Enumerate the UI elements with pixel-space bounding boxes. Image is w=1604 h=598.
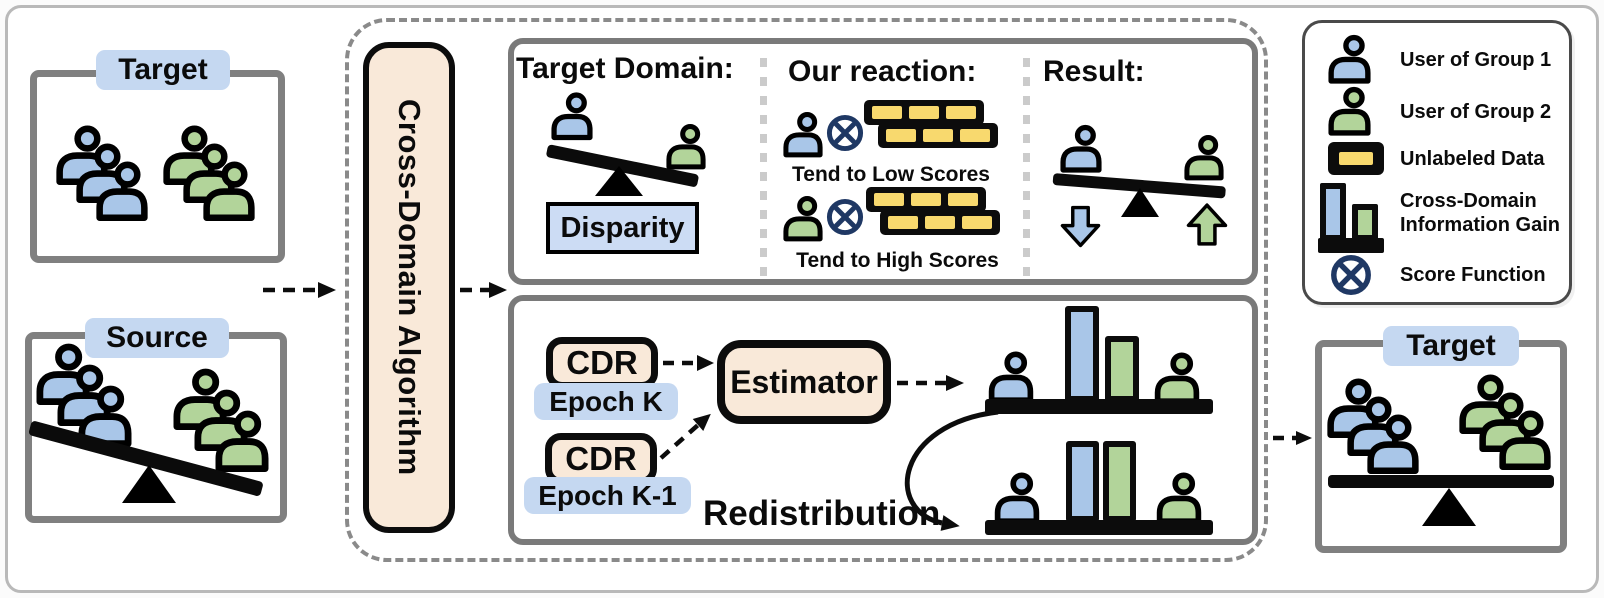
estimator-box: Estimator [717, 340, 891, 424]
user-group2-icon [783, 195, 823, 242]
user-group1-icon [1328, 34, 1371, 84]
unlabeled-data-icon [1328, 142, 1384, 175]
user-group2-icon [202, 161, 256, 221]
user-group2-icon [666, 123, 706, 170]
low-scores-caption: Tend to Low Scores [792, 163, 990, 186]
result-seesaw-fulcrum [1121, 188, 1159, 217]
source-label: Source [85, 318, 229, 358]
source-seesaw-fulcrum [122, 465, 176, 503]
user-group2-icon [1152, 472, 1206, 524]
legend-label: Unlabeled Data [1400, 148, 1545, 170]
cdr-epoch-k-box: CDR [546, 337, 658, 389]
score-function-icon [1330, 254, 1372, 296]
our-reaction-heading: Our reaction: [788, 55, 977, 88]
green-up-arrow-icon [1185, 199, 1229, 250]
blue-down-arrow-icon [1059, 201, 1102, 252]
user-group2-icon [1150, 352, 1204, 404]
user-group1-icon [984, 351, 1038, 403]
cross-domain-algorithm-box: Cross-Domain Algorithm [363, 42, 455, 533]
user-group2-icon [1184, 134, 1224, 181]
legend-label: Score Function [1400, 264, 1546, 286]
info-gain-bar-group2 [1105, 336, 1139, 402]
cross-domain-algorithm-label: Cross-Domain Algorithm [392, 99, 427, 476]
user-group2-icon [214, 410, 270, 472]
user-group1-icon [95, 161, 149, 221]
legend-label: Cross-Domain Information Gain [1400, 190, 1560, 236]
user-group1-icon [990, 472, 1044, 524]
platform-base [985, 399, 1213, 414]
user-group1-icon [783, 111, 823, 158]
target-output-label: Target [1383, 326, 1519, 366]
user-group1-icon [551, 91, 593, 141]
info-gain-bar-group2 [1103, 441, 1136, 522]
cdr-label: CDR [565, 440, 637, 477]
high-scores-caption: Tend to High Scores [796, 249, 999, 272]
algorithm-pipeline-container [345, 18, 1268, 562]
info-gain-bar-group1 [1065, 306, 1099, 402]
epoch-k-label: Epoch K [534, 383, 678, 420]
user-group1-icon [1060, 124, 1102, 173]
score-function-icon [826, 114, 864, 152]
divider-dotted [760, 58, 767, 276]
disparity-seesaw-fulcrum [595, 166, 643, 196]
estimator-label: Estimator [730, 363, 878, 400]
legend-label: User of Group 2 [1400, 101, 1552, 123]
divider-dotted [1023, 58, 1030, 276]
user-group2-icon [1498, 410, 1552, 470]
disparity-badge: Disparity [546, 202, 699, 254]
cdr-epoch-k1-box: CDR [545, 433, 657, 485]
score-function-icon [826, 198, 864, 236]
balanced-seesaw-plank [1328, 475, 1554, 488]
epoch-k1-label: Epoch K-1 [524, 477, 691, 514]
info-gain-icon [1318, 183, 1384, 253]
redistribution-label: Redistribution [703, 494, 941, 533]
target-input-label: Target [96, 50, 230, 90]
result-heading: Result: [1043, 55, 1145, 88]
balanced-seesaw-fulcrum [1422, 488, 1476, 526]
user-group1-icon [1366, 414, 1420, 474]
user-group2-icon [1328, 86, 1371, 136]
platform-base [985, 520, 1213, 535]
legend-label: User of Group 1 [1400, 49, 1552, 71]
target-domain-heading: Target Domain: [516, 52, 734, 85]
cdr-label: CDR [566, 344, 638, 381]
info-gain-bar-group1 [1066, 441, 1099, 522]
